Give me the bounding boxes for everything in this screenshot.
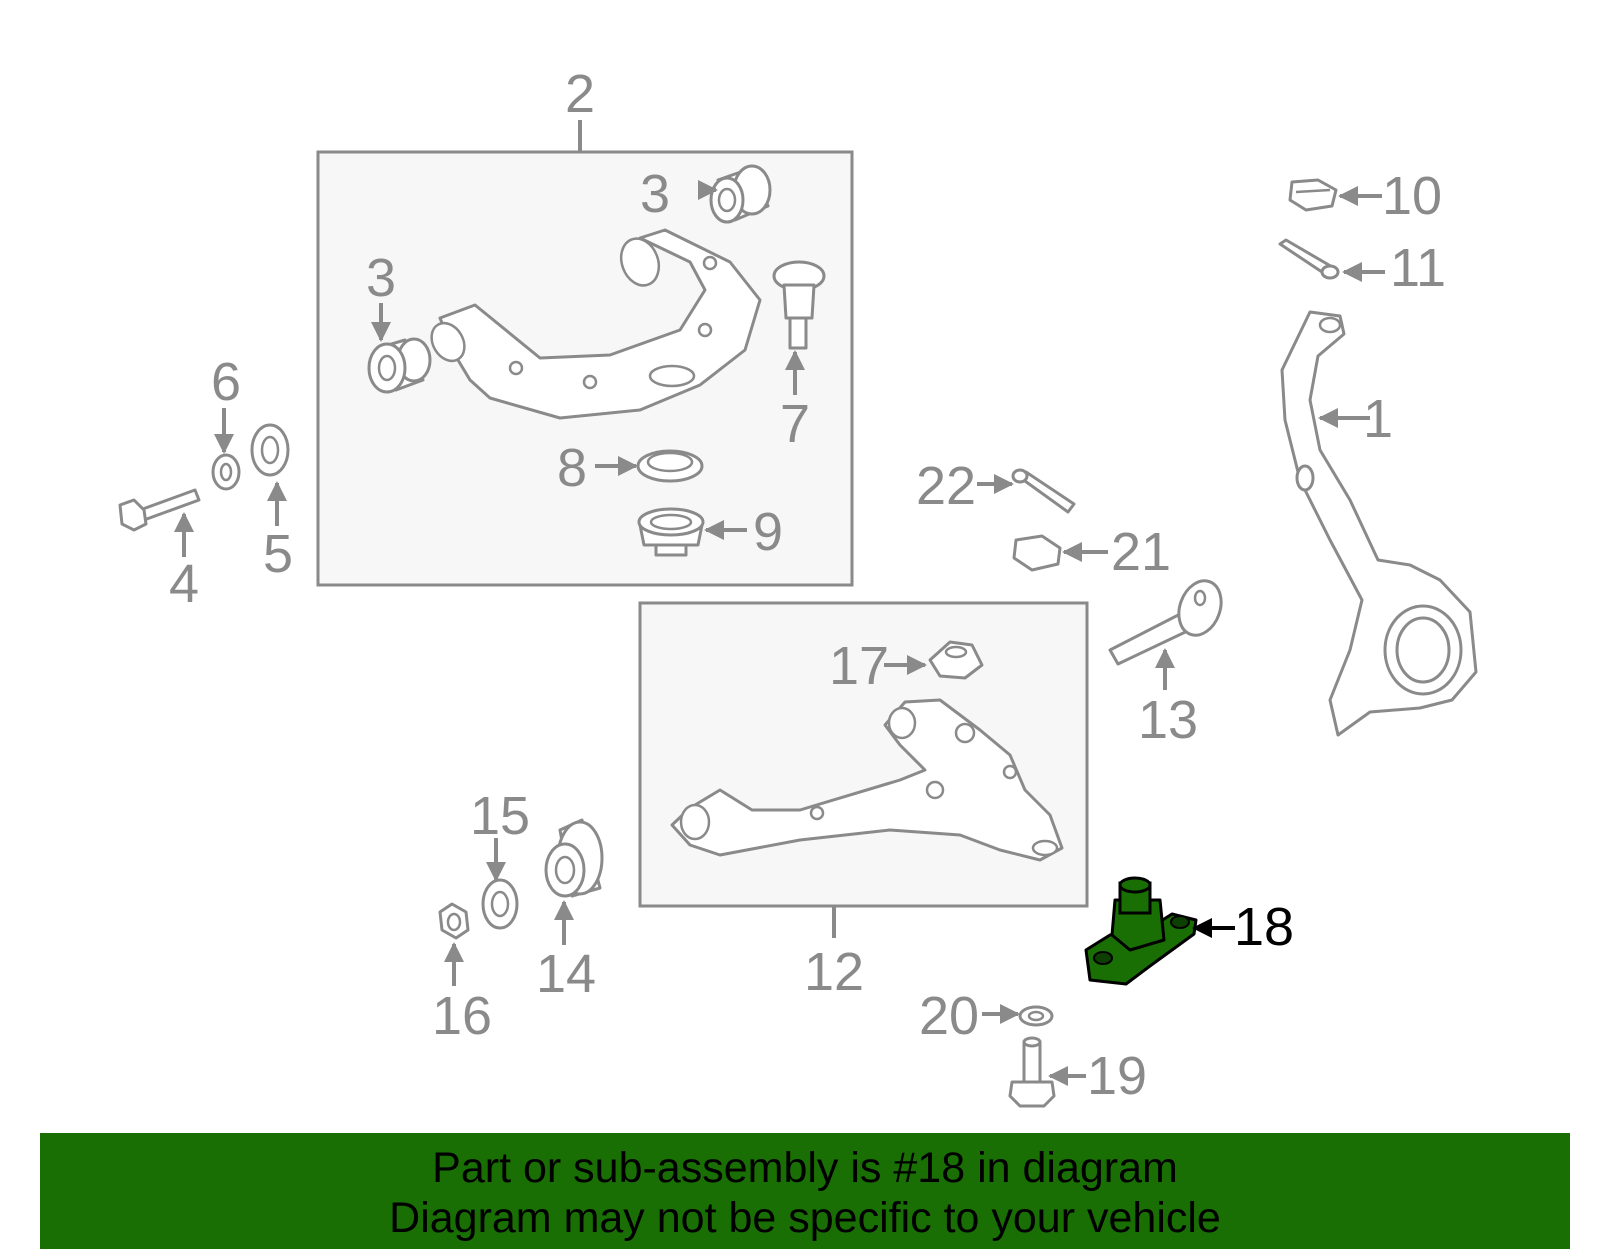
label-1[interactable]: 1 xyxy=(1363,389,1393,449)
label-4[interactable]: 4 xyxy=(169,554,199,614)
label-9[interactable]: 9 xyxy=(753,502,783,562)
label-22[interactable]: 22 xyxy=(916,456,976,516)
nut-21[interactable] xyxy=(1012,534,1062,572)
bolt-19[interactable] xyxy=(1008,1036,1056,1108)
info-banner: Part or sub-assembly is #18 in diagram D… xyxy=(40,1133,1570,1249)
tie-rod-pin-13[interactable] xyxy=(1108,575,1228,666)
label-12[interactable]: 12 xyxy=(804,942,864,1002)
bump-stop-17[interactable] xyxy=(928,640,984,680)
cotter-pin-11[interactable] xyxy=(1278,238,1340,280)
boot-9[interactable] xyxy=(637,507,705,557)
lower-arm-box xyxy=(638,601,1089,938)
banner-line-2: Diagram may not be specific to your vehi… xyxy=(389,1194,1221,1242)
lower-ball-joint-18[interactable] xyxy=(1084,876,1198,986)
label-19[interactable]: 19 xyxy=(1087,1046,1147,1106)
label-7[interactable]: 7 xyxy=(780,394,810,454)
nut-16[interactable] xyxy=(438,902,470,940)
bushing-3-top[interactable] xyxy=(709,164,772,224)
bushing-3-left[interactable] xyxy=(367,337,432,394)
bushing-14[interactable] xyxy=(544,818,604,898)
seal-ring-8[interactable] xyxy=(636,449,704,483)
label-20[interactable]: 20 xyxy=(919,986,979,1046)
label-17[interactable]: 17 xyxy=(829,636,889,696)
banner-line-1: Part or sub-assembly is #18 in diagram xyxy=(432,1144,1178,1192)
label-21[interactable]: 21 xyxy=(1111,522,1171,582)
nut-10[interactable] xyxy=(1288,178,1338,212)
label-8[interactable]: 8 xyxy=(557,438,587,498)
washer-5[interactable] xyxy=(250,423,290,477)
lower-control-arm[interactable] xyxy=(670,698,1064,862)
label-5[interactable]: 5 xyxy=(263,524,293,584)
label-11[interactable]: 11 xyxy=(1390,238,1446,298)
upper-control-arm[interactable] xyxy=(425,228,762,420)
label-3-top[interactable]: 3 xyxy=(640,164,670,224)
label-18[interactable]: 18 xyxy=(1234,897,1294,957)
bolt-4[interactable] xyxy=(118,488,201,532)
label-10[interactable]: 10 xyxy=(1382,166,1442,226)
steering-knuckle-1[interactable] xyxy=(1280,310,1478,737)
upper-ball-joint-7[interactable] xyxy=(772,260,826,350)
washer-15[interactable] xyxy=(481,878,519,930)
label-15[interactable]: 15 xyxy=(470,786,530,846)
cotter-pin-22[interactable] xyxy=(1011,468,1076,514)
label-6[interactable]: 6 xyxy=(211,352,241,412)
label-2[interactable]: 2 xyxy=(565,64,595,124)
washer-20[interactable] xyxy=(1018,1005,1054,1027)
washer-6[interactable] xyxy=(211,453,241,491)
label-3-left[interactable]: 3 xyxy=(366,248,396,308)
label-13[interactable]: 13 xyxy=(1138,690,1198,750)
label-14[interactable]: 14 xyxy=(536,944,596,1004)
label-16[interactable]: 16 xyxy=(432,986,492,1046)
